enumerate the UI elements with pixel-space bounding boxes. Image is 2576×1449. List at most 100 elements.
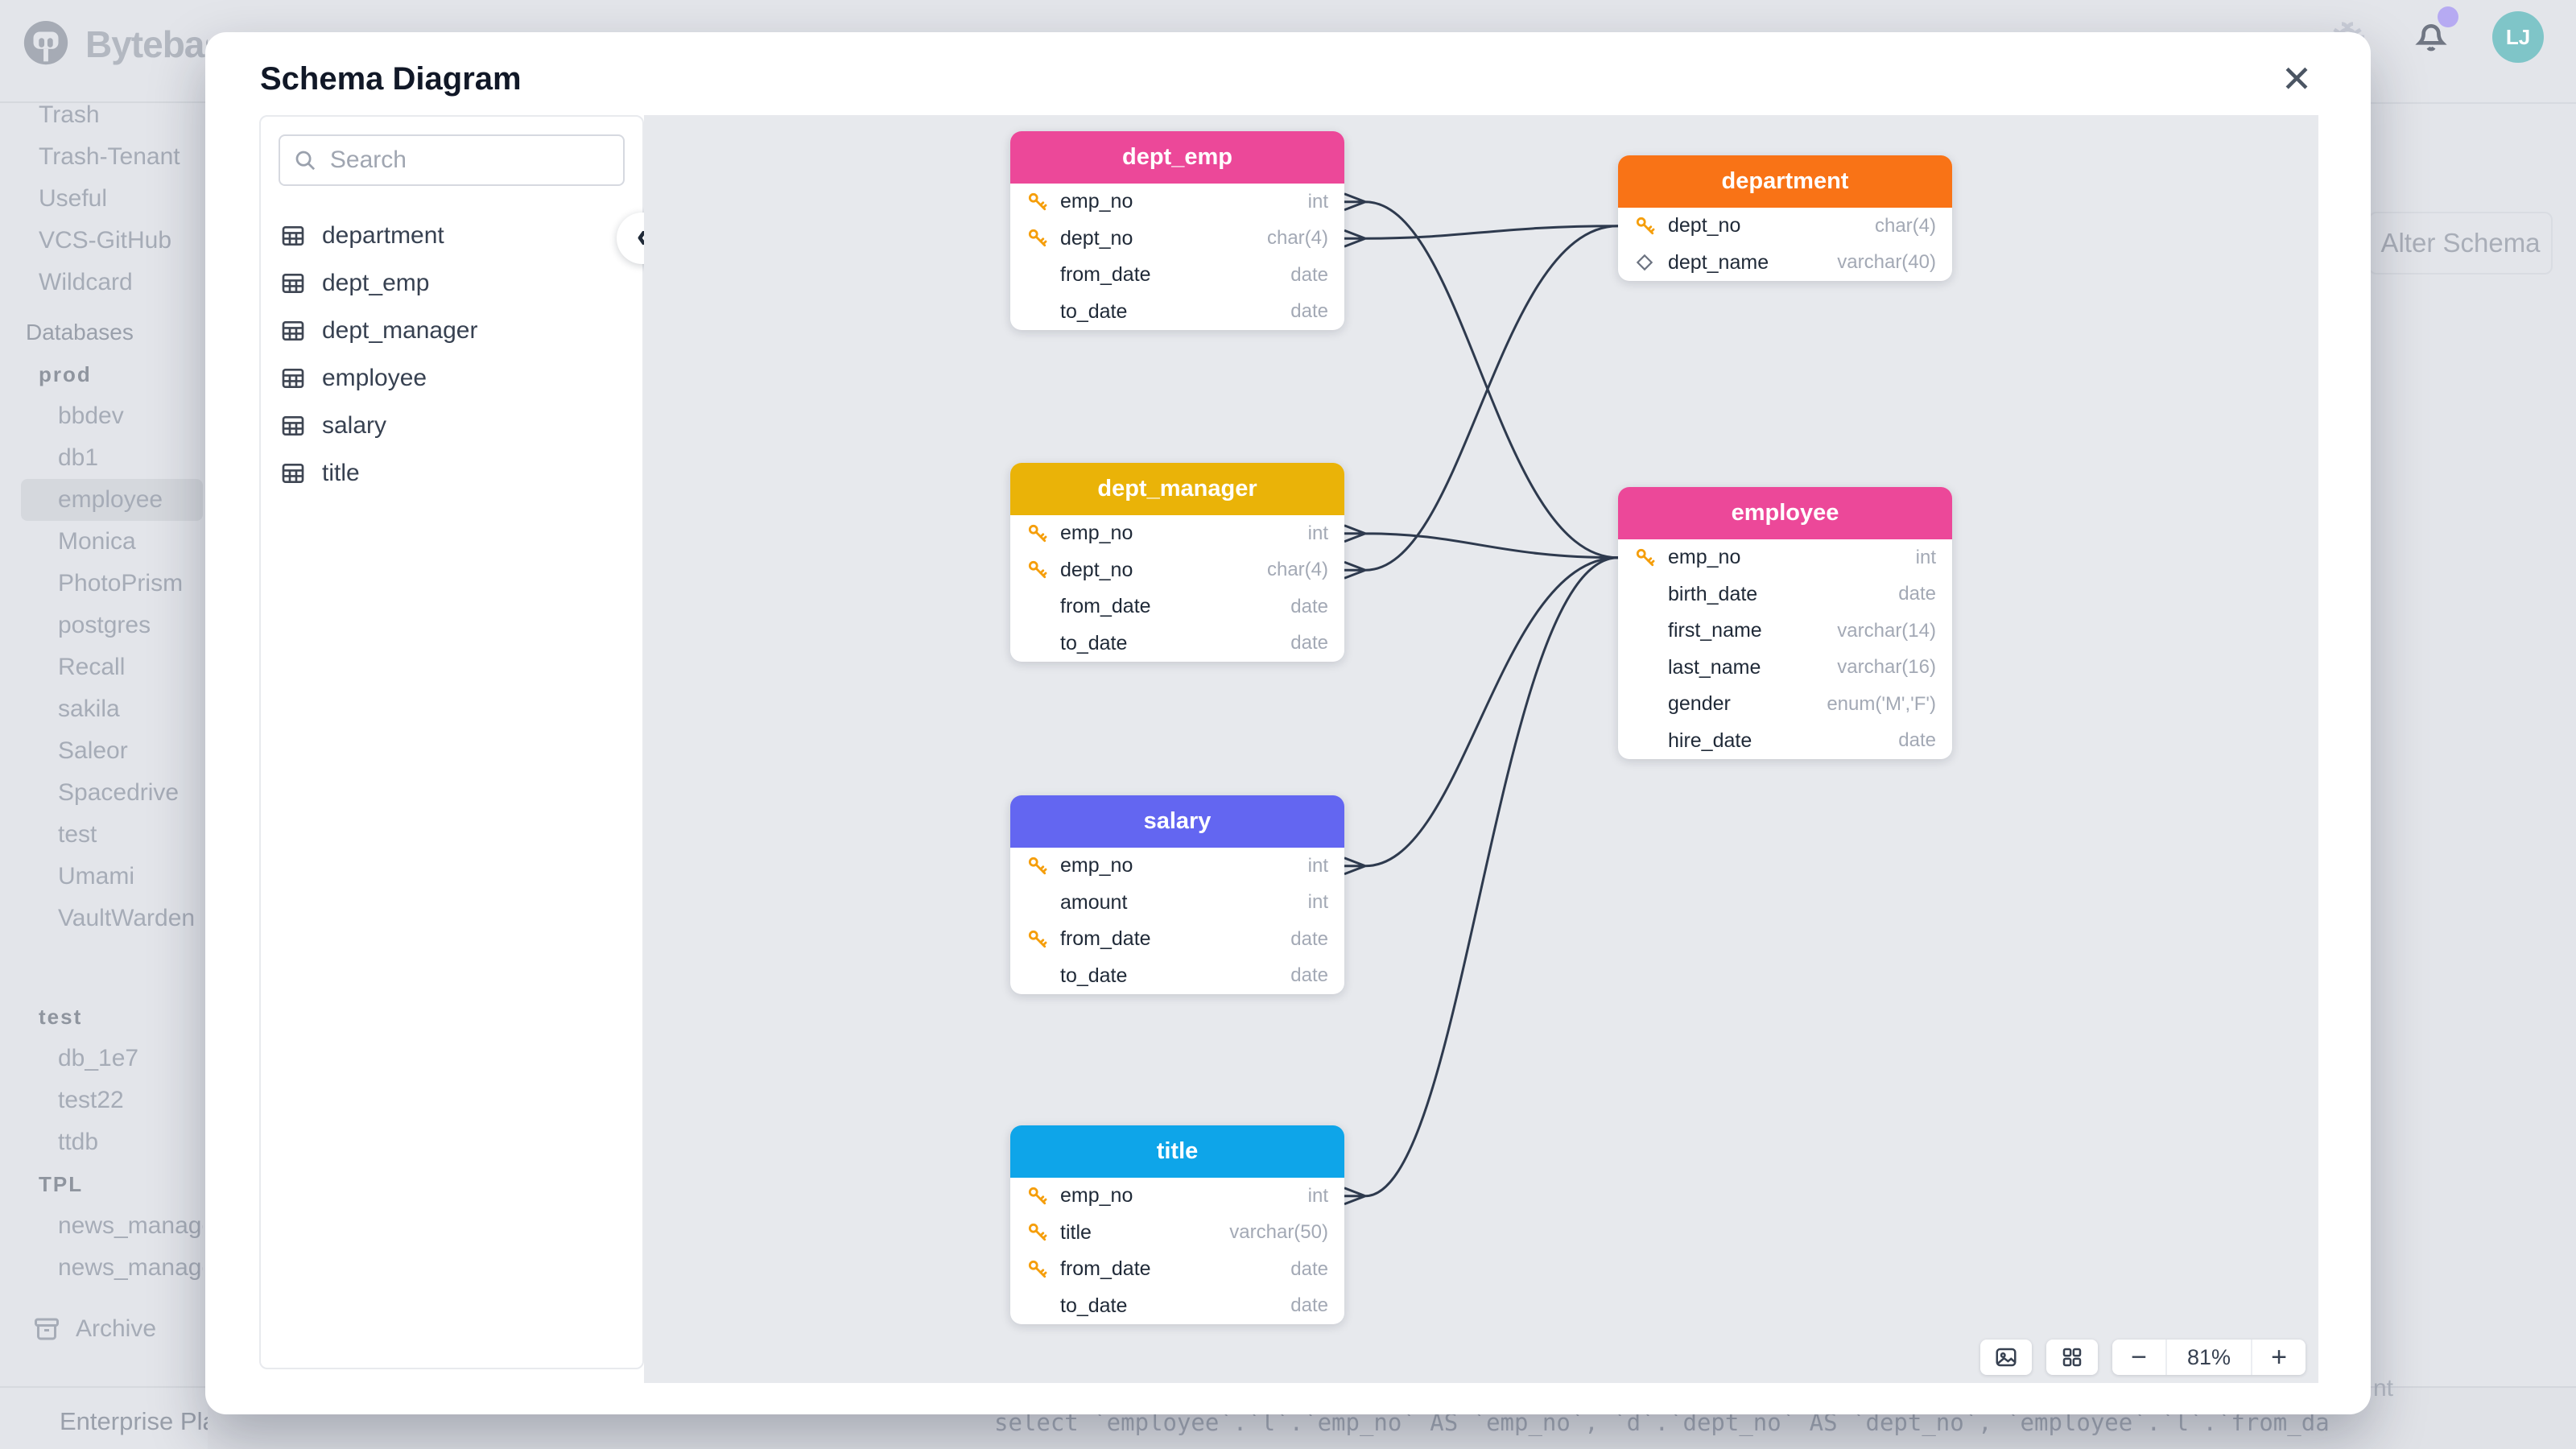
sidebar-item-test[interactable]: test (39, 1005, 83, 1029)
field-name: first_name (1668, 619, 1762, 642)
field-type: date (1290, 1294, 1328, 1317)
schema-diagram-modal: Schema Diagram ✕ departmentdept_empdept_… (205, 32, 2371, 1414)
field-name: title (1060, 1220, 1092, 1244)
table-icon (282, 273, 304, 293)
sidebar-item-Saleor[interactable]: Saleor (58, 737, 128, 764)
table-list-item-department[interactable]: department (279, 212, 625, 259)
sidebar-divider-top (0, 101, 208, 103)
sidebar-item-PhotoPrism[interactable]: PhotoPrism (58, 570, 184, 597)
field-type: char(4) (1266, 559, 1328, 581)
table-list-item-salary[interactable]: salary (279, 402, 625, 449)
layout-grid-button[interactable] (2046, 1340, 2098, 1375)
header-divider (2334, 102, 2576, 104)
field-type: int (1307, 1184, 1328, 1207)
sidebar-item-Useful[interactable]: Useful (39, 185, 108, 212)
primary-key-icon (1028, 857, 1047, 874)
field-name: dept_no (1060, 226, 1133, 250)
field-icon-slot (1026, 559, 1060, 581)
table-list-item-employee[interactable]: employee (279, 354, 625, 402)
sidebar-item-Trash[interactable]: Trash (39, 101, 100, 128)
field-type: int (1307, 522, 1328, 544)
table-list-item-title[interactable]: title (279, 449, 625, 497)
sidebar-item-Wildcard[interactable]: Wildcard (39, 269, 133, 295)
avatar[interactable]: LJ (2492, 11, 2544, 63)
sidebar-item-Spacedrive[interactable]: Spacedrive (58, 779, 180, 806)
sidebar-item-db1[interactable]: db1 (58, 444, 99, 471)
relationship-lines (1344, 192, 1619, 1206)
table-list-item-label: dept_manager (322, 316, 478, 344)
sidebar-item-test[interactable]: test (58, 821, 97, 848)
field-name: emp_no (1060, 522, 1133, 545)
field-type: int (1307, 854, 1328, 877)
sidebar-item-db_1e7[interactable]: db_1e7 (58, 1045, 139, 1071)
sidebar-item-ttdb[interactable]: ttdb (58, 1129, 99, 1155)
field-icon-slot (1026, 1258, 1060, 1281)
field-name: to_date (1060, 631, 1128, 654)
modal-title: Schema Diagram (260, 61, 522, 97)
entity-header-title: title (1010, 1125, 1344, 1178)
sidebar-item-sakila[interactable]: sakila (58, 696, 120, 722)
sidebar-item-Databases[interactable]: Databases (26, 320, 134, 345)
entity-header-dept_emp: dept_emp (1010, 131, 1344, 184)
sidebar-item-TPL[interactable]: TPL (39, 1172, 84, 1196)
table-icon (282, 225, 304, 246)
close-icon[interactable]: ✕ (2281, 58, 2313, 100)
sidebar-item-news_manage[interactable]: news_manage (58, 1254, 203, 1281)
table-list-item-dept_emp[interactable]: dept_emp (279, 259, 625, 307)
table-list-item-label: department (322, 221, 444, 249)
sidebar-item-postgres[interactable]: postgres (58, 612, 151, 638)
sidebar-item-news_manage[interactable]: news_manage (58, 1212, 203, 1239)
sidebar-item-archive[interactable]: Archive (32, 1308, 156, 1350)
field-name: last_name (1668, 655, 1761, 679)
sidebar-item-Trash-Tenant[interactable]: Trash-Tenant (39, 143, 180, 170)
field-type: char(4) (1874, 214, 1936, 237)
sidebar-item-VCS-GitHub[interactable]: VCS-GitHub (39, 227, 172, 254)
field-icon-slot (1026, 191, 1060, 213)
notifications[interactable] (2409, 6, 2458, 62)
sidebar-item-Recall[interactable]: Recall (58, 654, 126, 680)
field-icon-slot (1634, 547, 1668, 569)
search-input[interactable] (328, 146, 610, 175)
field-type: varchar(16) (1837, 656, 1936, 679)
alter-schema-button[interactable]: Alter Schema (2368, 212, 2553, 275)
field-type: date (1290, 964, 1328, 987)
sidebar-item-VaultWarden[interactable]: VaultWarden (58, 905, 196, 931)
table-list-item-dept_manager[interactable]: dept_manager (279, 307, 625, 354)
notification-dot (2438, 6, 2458, 27)
table-list-item-label: salary (322, 411, 387, 439)
sidebar-item-employee[interactable]: employee (21, 479, 203, 521)
sidebar: Bytebase TrashTrash-TenantUsefulVCS-GitH… (0, 0, 208, 1449)
zoom-in-button[interactable]: + (2271, 1341, 2287, 1373)
entity-header-dept_manager: dept_manager (1010, 463, 1344, 515)
field-name: emp_no (1668, 546, 1741, 569)
edge-salary.emp_no-to-employee.emp_no (1344, 556, 1619, 876)
primary-key-icon (1636, 217, 1655, 234)
sidebar-item-Monica[interactable]: Monica (58, 528, 136, 555)
logo[interactable]: Bytebase (21, 19, 208, 69)
plan-label: Enterprise Plan (60, 1407, 230, 1435)
sidebar-item-Umami[interactable]: Umami (58, 863, 134, 890)
sidebar-item-prod[interactable]: prod (39, 362, 92, 386)
export-image-button[interactable] (1980, 1340, 2032, 1375)
entity-header-employee: employee (1618, 487, 1952, 539)
primary-key-icon (1028, 192, 1047, 210)
zoom-out-button[interactable]: − (2131, 1341, 2147, 1373)
sidebar-item-test22[interactable]: test22 (58, 1087, 124, 1113)
sidebar-item-bbdev[interactable]: bbdev (58, 402, 124, 429)
